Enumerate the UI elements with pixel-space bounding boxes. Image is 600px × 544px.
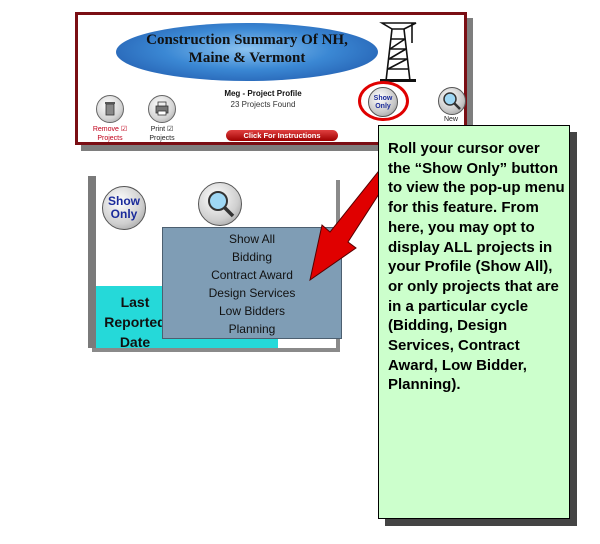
menu-item-bidding[interactable]: Bidding [231, 250, 273, 264]
menu-item-contract-award[interactable]: Contract Award [211, 268, 293, 282]
remove-label-line2: Projects [97, 135, 123, 142]
show-only-button-zoomed[interactable]: Show Only [102, 186, 146, 230]
column-text-line3: Date [119, 334, 151, 348]
print-label-line1: Print ☑ [150, 126, 174, 133]
trash-icon [96, 95, 124, 123]
instruction-callout: Roll your cursor over the “Show Only” bu… [378, 125, 570, 519]
menu-item-low-bidders[interactable]: Low Bidders [218, 304, 286, 318]
show-only-zoomed-line1: Show [108, 194, 140, 208]
show-only-popup-menu: Show All Bidding Contract Award Design S… [162, 227, 342, 339]
menu-item-design-services[interactable]: Design Services [208, 286, 296, 300]
callout-text: Roll your cursor over the “Show Only” bu… [388, 140, 565, 394]
header-panel: Construction Summary Of NH, Maine & Verm… [75, 12, 467, 145]
highlight-oval [358, 81, 409, 121]
title-line-2: Maine & Vermont [188, 50, 306, 66]
profile-name: Meg - Project Profile [224, 89, 302, 98]
menu-item-show-all[interactable]: Show All [228, 232, 276, 246]
instructions-button[interactable]: Click For Instructions [226, 130, 338, 141]
print-projects-button[interactable]: Print ☑ Projects [144, 95, 180, 143]
page-title: Construction Summary Of NH, Maine & Verm… [118, 31, 376, 67]
new-search-button[interactable] [438, 87, 466, 115]
magnifier-icon [208, 191, 235, 218]
remove-projects-button[interactable]: Remove ☑ Projects [92, 95, 128, 143]
printer-icon [148, 95, 176, 123]
title-line-1: Construction Summary Of NH, [146, 32, 348, 48]
column-text-line1: Last [120, 294, 150, 310]
column-text-line2: Reported [104, 314, 166, 330]
magnifier-icon [443, 92, 461, 110]
crane-logo-icon [379, 22, 417, 82]
menu-item-planning[interactable]: Planning [228, 322, 276, 336]
show-only-zoomed-line2: Only [110, 207, 138, 221]
print-label-line2: Projects [149, 135, 175, 142]
pointer-arrow-icon [309, 171, 389, 282]
projects-found-count: 23 Projects Found [230, 100, 296, 109]
title-banner [116, 23, 378, 81]
new-label: New [443, 116, 458, 123]
zoom-panel-left-bar [88, 176, 96, 348]
new-search-button-zoomed[interactable] [198, 182, 242, 226]
remove-label-line1: Remove ☑ [92, 126, 128, 133]
